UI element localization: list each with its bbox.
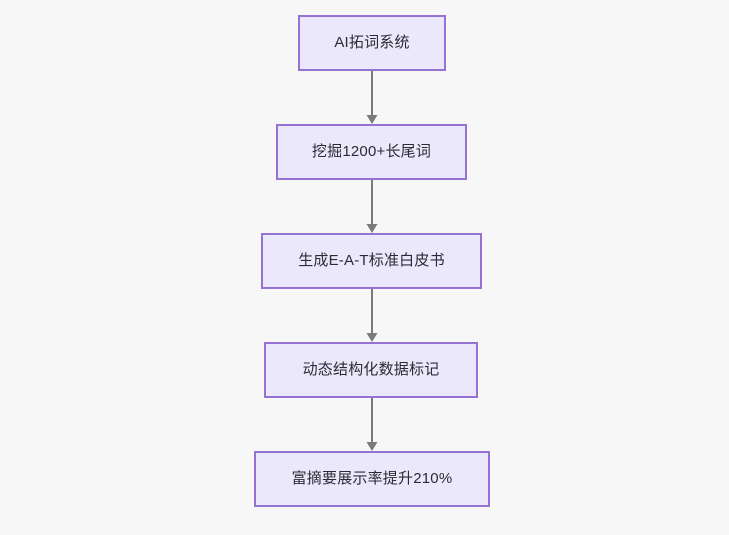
flowchart-edge-arrowhead-2: [366, 224, 378, 233]
flowchart-node-1-label: AI拓词系统: [334, 34, 410, 51]
flowchart-edge-arrowhead-4: [366, 442, 378, 451]
flowchart-node-4-label: 动态结构化数据标记: [302, 361, 440, 378]
flowchart-node-3-label: 生成E-A-T标准白皮书: [298, 252, 445, 269]
flowchart-node-5[interactable]: 富摘要展示率提升210%: [254, 451, 490, 507]
flowchart-node-2[interactable]: 挖掘1200+长尾词: [276, 124, 467, 180]
flowchart-node-2-label: 挖掘1200+长尾词: [311, 143, 432, 160]
flowchart-edge-arrowhead-1: [366, 115, 378, 124]
flowchart-edge-arrowhead-3: [366, 333, 378, 342]
flowchart-node-3[interactable]: 生成E-A-T标准白皮书: [261, 233, 482, 289]
flowchart-node-5-label: 富摘要展示率提升210%: [291, 470, 453, 487]
flowchart-node-1[interactable]: AI拓词系统: [298, 15, 446, 71]
flowchart-node-4[interactable]: 动态结构化数据标记: [264, 342, 478, 398]
